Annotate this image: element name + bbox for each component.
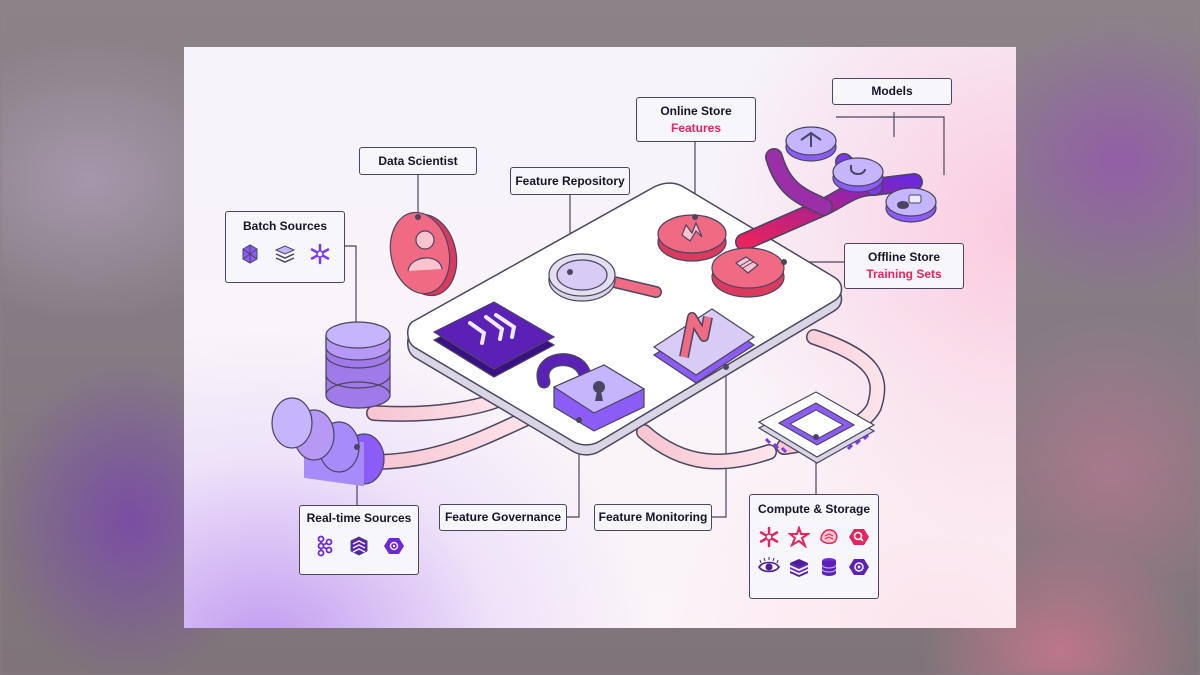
model-disc-1 <box>785 126 837 162</box>
label-feature-repository: Feature Repository <box>510 167 630 195</box>
pubsub-icon <box>381 533 407 559</box>
offline-store-sub-text: Training Sets <box>866 267 942 281</box>
label-data-scientist: Data Scientist <box>359 147 477 175</box>
connector-dots <box>354 214 819 450</box>
offline-store-disc <box>711 247 785 298</box>
monitoring-tile <box>652 308 756 384</box>
eye-icon <box>756 554 782 580</box>
snowflake-icon <box>307 241 333 267</box>
models-tree <box>735 126 937 251</box>
model-disc-2 <box>832 157 884 193</box>
lock-icon <box>536 353 646 432</box>
snowflake-icon <box>756 524 782 550</box>
compute-chip <box>757 391 876 464</box>
dataproc-icon <box>846 554 872 580</box>
batch-sources-icons <box>237 241 333 267</box>
feature-governance-text: Feature Governance <box>444 510 562 524</box>
models-text: Models <box>871 84 913 98</box>
bigquery-icon <box>846 524 872 550</box>
online-store-disc <box>657 214 727 262</box>
diagram-card: Data Scientist Feature Repository Online… <box>184 47 1016 628</box>
spark-icon <box>786 524 812 550</box>
label-feature-governance: Feature Governance <box>439 504 567 531</box>
realtime-sources-icons <box>311 533 407 559</box>
database-icon <box>816 554 842 580</box>
feature-monitoring-text: Feature Monitoring <box>598 510 708 524</box>
model-disc-3 <box>885 187 937 223</box>
s3-icon <box>237 241 263 267</box>
compute-storage-text: Compute & Storage <box>757 502 870 516</box>
kinesis-icon <box>346 533 372 559</box>
label-online-store: Online Store Features <box>636 97 756 142</box>
kafka-icon <box>311 533 337 559</box>
batch-sources-text: Batch Sources <box>242 219 328 233</box>
redis-icon <box>786 554 812 580</box>
magnifier-icon <box>548 253 662 302</box>
online-store-sub-text: Features <box>670 120 722 135</box>
compute-storage-icons-row2 <box>756 554 872 580</box>
data-scientist-figure <box>389 211 458 297</box>
realtime-sources-text: Real-time Sources <box>306 511 412 525</box>
featureform-logo-tile <box>432 301 556 378</box>
realtime-stream-cylinders <box>271 397 385 487</box>
label-compute-storage: Compute & Storage <box>749 494 879 599</box>
label-offline-store: Offline Store Training Sets <box>844 243 964 289</box>
label-realtime-sources: Real-time Sources <box>299 505 419 575</box>
offline-store-text: Offline Store <box>867 250 940 264</box>
architecture-diagram <box>271 112 945 518</box>
feature-repository-text: Feature Repository <box>515 173 625 188</box>
online-store-text: Online Store <box>660 103 732 118</box>
label-feature-monitoring: Feature Monitoring <box>594 504 712 531</box>
hive-icon <box>816 524 842 550</box>
batch-database-stack <box>325 321 391 409</box>
label-models: Models <box>832 78 952 105</box>
layers-icon <box>272 241 298 267</box>
data-scientist-text: Data Scientist <box>378 153 458 168</box>
compute-storage-icons-row1 <box>756 524 872 550</box>
label-batch-sources: Batch Sources <box>225 211 345 283</box>
